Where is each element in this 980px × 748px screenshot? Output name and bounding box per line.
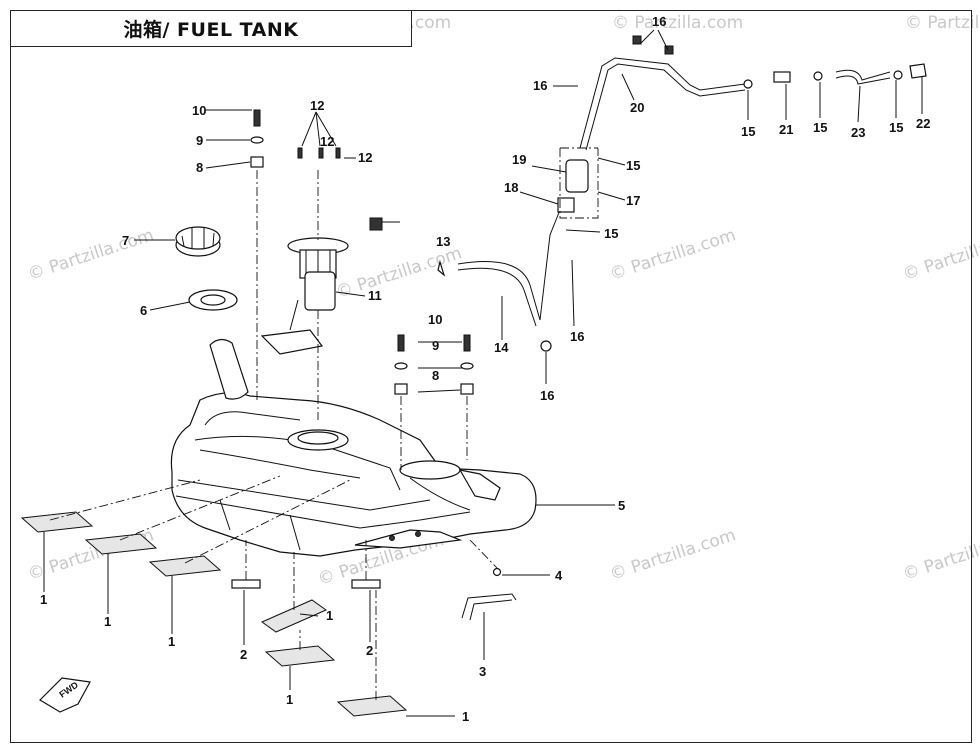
fasteners-center: [394, 334, 474, 470]
rubber-pads: [20, 475, 408, 717]
fasteners-left: [250, 109, 341, 420]
callout-16: 16: [540, 388, 554, 403]
watermark: © Partzilla.com: [905, 13, 980, 33]
watermark: © Partzilla.com: [612, 13, 743, 33]
title-box: 油箱/ FUEL TANK: [10, 10, 412, 47]
leader-lines: [43, 29, 923, 717]
callout-1: 1: [326, 608, 333, 623]
callout-16: 16: [570, 329, 584, 344]
callout-11: 11: [368, 288, 382, 303]
fuel-hoses: [437, 35, 927, 352]
callout-12: 12: [358, 150, 372, 165]
callout-17: 17: [626, 193, 640, 208]
callout-9: 9: [432, 338, 439, 353]
callout-1: 1: [168, 634, 175, 649]
callout-1: 1: [40, 592, 47, 607]
callout-15: 15: [741, 124, 755, 139]
callout-16: 16: [652, 14, 666, 29]
callout-7: 7: [122, 233, 129, 248]
callout-1: 1: [286, 692, 293, 707]
callout-10: 10: [192, 103, 206, 118]
fuel-cap: [175, 226, 221, 257]
callout-12: 12: [310, 98, 324, 113]
callout-9: 9: [196, 133, 203, 148]
callout-15: 15: [604, 226, 618, 241]
callout-14: 14: [494, 340, 509, 355]
callout-1: 1: [104, 614, 111, 629]
callout-20: 20: [630, 100, 644, 115]
callout-13: 13: [436, 234, 450, 249]
callout-21: 21: [779, 122, 793, 137]
callout-2: 2: [240, 647, 247, 662]
callout-10: 10: [428, 312, 442, 327]
callout-3: 3: [479, 664, 486, 679]
callout-2: 2: [366, 643, 373, 658]
fwd-arrow-icon: FWD: [39, 677, 91, 713]
callout-6: 6: [140, 303, 147, 318]
drain-hose: [461, 539, 517, 621]
callout-18: 18: [504, 180, 518, 195]
callout-5: 5: [618, 498, 625, 513]
page-title: 油箱/ FUEL TANK: [123, 19, 299, 41]
callout-8: 8: [196, 160, 203, 175]
callout-15: 15: [813, 120, 827, 135]
callout-15: 15: [889, 120, 903, 135]
callout-22: 22: [916, 116, 930, 131]
callout-15: 15: [626, 158, 640, 173]
callout-12: 12: [320, 134, 334, 149]
callout-19: 19: [512, 152, 526, 167]
fuel-cap-gasket: [188, 289, 238, 311]
callout-1: 1: [462, 709, 469, 724]
fuel-pump: [260, 217, 400, 355]
diagram-frame: [10, 10, 972, 743]
fuel-tank: [170, 338, 537, 557]
callout-4: 4: [555, 568, 563, 583]
callout-8: 8: [432, 368, 439, 383]
callout-23: 23: [851, 125, 865, 140]
callout-16: 16: [533, 78, 547, 93]
callout-labels: 10 9 8 7 6 12 12 12 13 11 10 9 8 14 16 1…: [40, 14, 930, 724]
